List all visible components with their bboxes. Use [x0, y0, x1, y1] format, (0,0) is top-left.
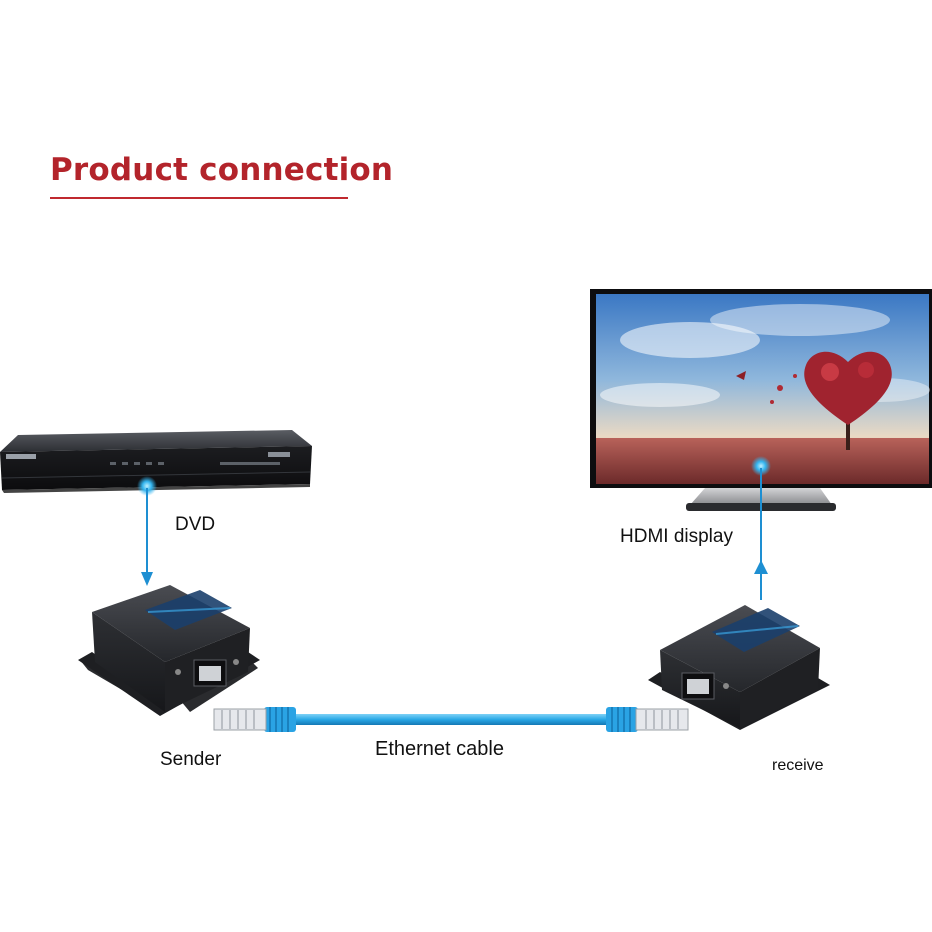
ethernet-cable-label: Ethernet cable — [375, 738, 504, 760]
receiver-to-display-arrow — [751, 456, 771, 600]
ethernet-cable — [213, 707, 689, 732]
dvd-player — [0, 430, 312, 493]
dvd-to-sender-arrow — [137, 476, 157, 586]
receiver-label: receive — [772, 757, 824, 774]
diagram-title: Product connection — [50, 152, 394, 188]
title-underline — [50, 197, 348, 199]
hdmi-display-tv — [590, 289, 932, 511]
dvd-label: DVD — [175, 514, 216, 535]
hdmi-display-label: HDMI display — [620, 526, 733, 547]
sender-unit — [78, 585, 260, 716]
receiver-unit — [648, 605, 830, 730]
sender-label: Sender — [160, 749, 222, 770]
